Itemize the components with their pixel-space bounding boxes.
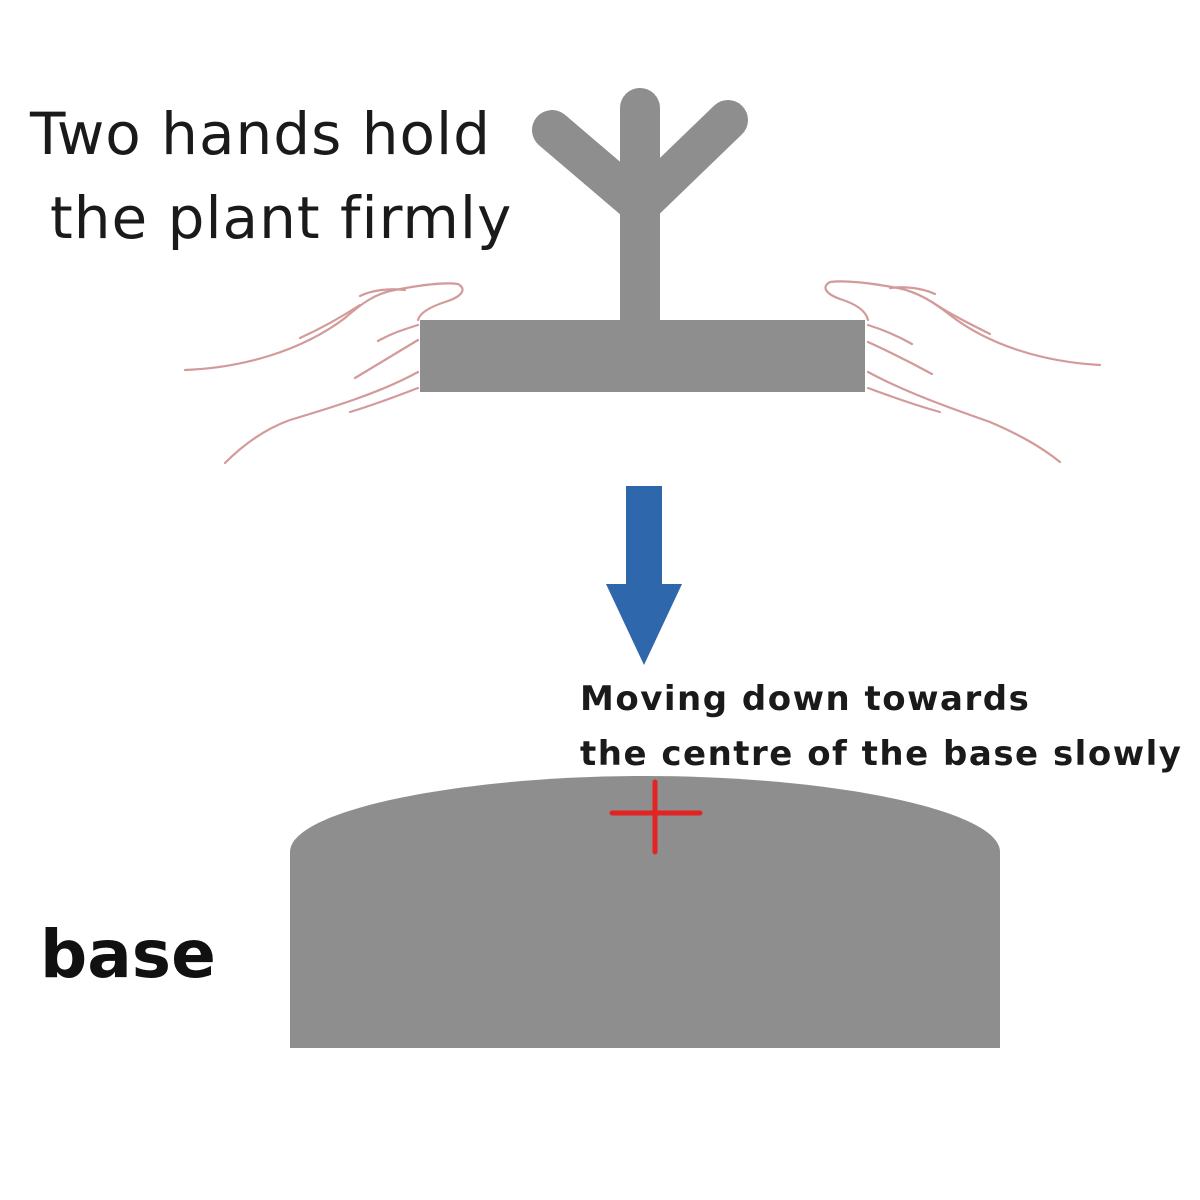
crosshair-icon (609, 779, 703, 855)
move-instruction: Moving down towards the centre of the ba… (580, 672, 1200, 782)
arrow-head (606, 584, 682, 665)
hold-instruction: Two hands hold the plant firmly (30, 92, 530, 260)
right-hand (824, 280, 1102, 464)
left-hand (183, 282, 464, 465)
hold-instruction-line2: the plant firmly (50, 184, 513, 252)
down-arrow-icon (606, 486, 682, 665)
hold-instruction-line1: Two hands hold (30, 100, 491, 168)
arrow-shaft (626, 486, 662, 586)
base-shape (290, 776, 1000, 1048)
plant (420, 88, 865, 392)
plant-crossbar (420, 320, 865, 392)
base-label: base (40, 916, 216, 993)
move-instruction-line1: Moving down towards (580, 679, 1031, 719)
move-instruction-line2: the centre of the base slowly (580, 734, 1183, 774)
